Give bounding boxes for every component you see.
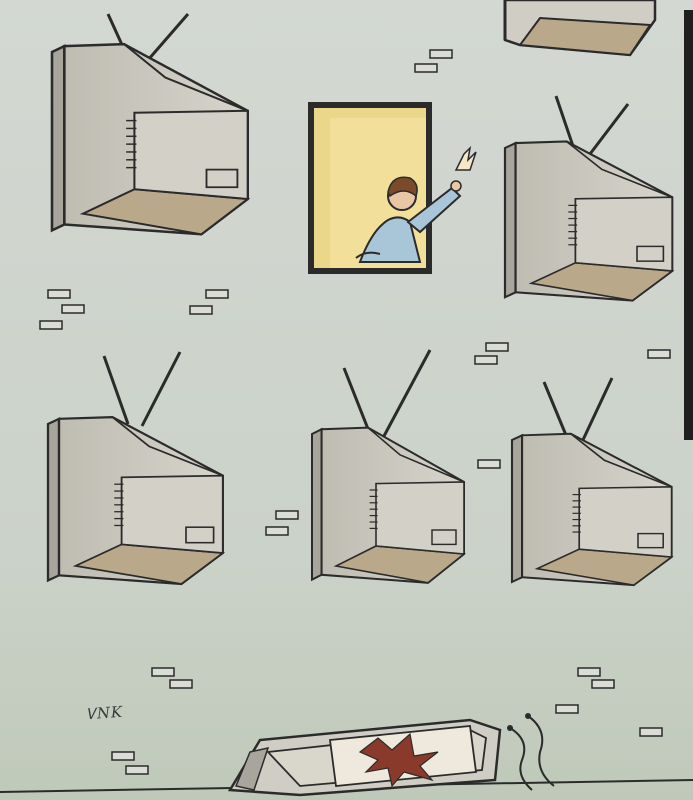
artist-signature: ᏙNK xyxy=(85,702,124,724)
broken-tv xyxy=(227,713,555,797)
dove xyxy=(454,145,477,171)
tv-mid-right xyxy=(503,95,674,302)
tv-bottom-left xyxy=(46,351,224,586)
tv-top-left xyxy=(50,13,249,236)
tv-top-right-partial xyxy=(503,0,657,57)
tv-bottom-middle xyxy=(310,349,466,584)
boy xyxy=(355,176,462,263)
tv-bottom-right xyxy=(510,377,673,587)
shatter xyxy=(358,732,439,788)
right-edge-shadow xyxy=(684,10,693,440)
window xyxy=(308,102,477,274)
